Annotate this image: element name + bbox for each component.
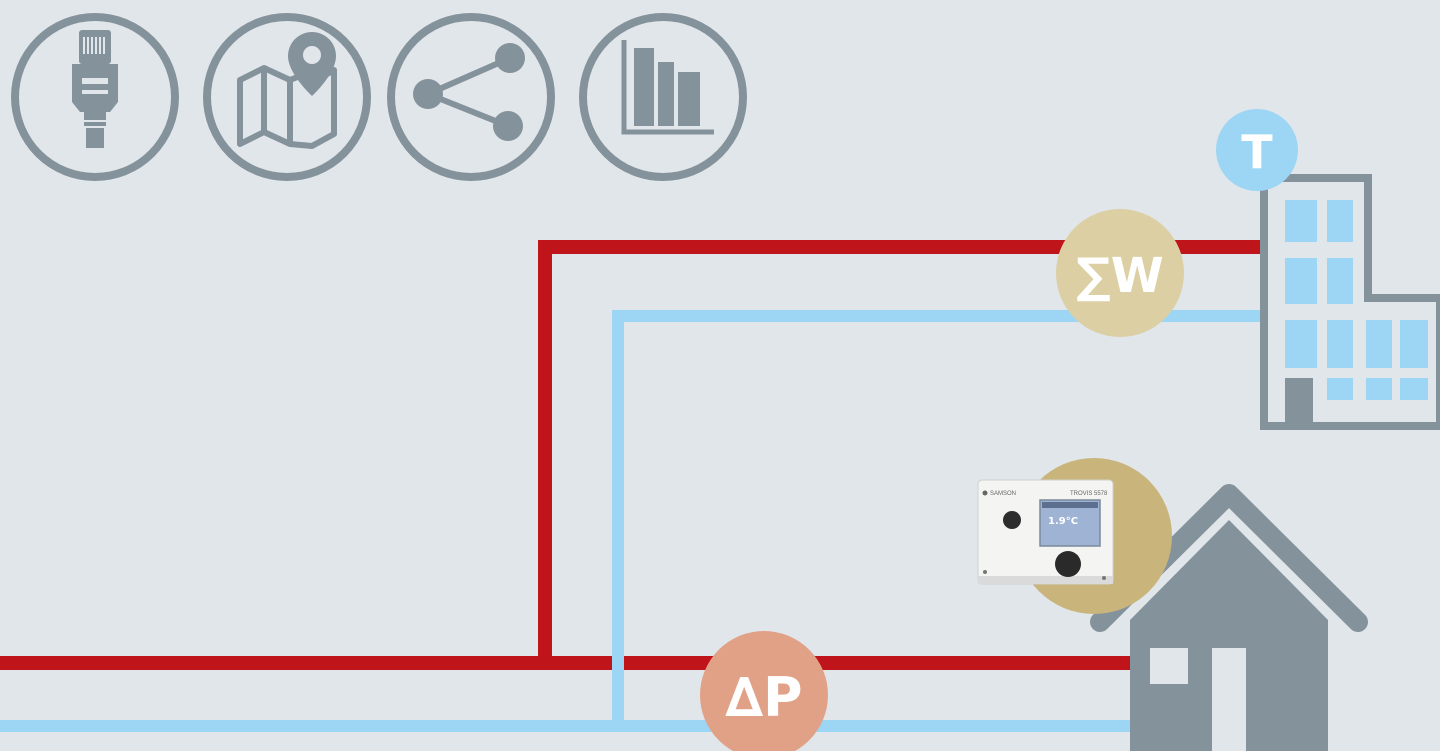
temperature-sensor-label: T <box>1241 125 1273 179</box>
ethernet-plug-icon[interactable] <box>11 13 179 181</box>
controller-brand: SAMSON <box>990 491 1016 497</box>
controller-display: 1.9°C <box>1048 516 1078 527</box>
pressure-sensor-label: ∆P <box>725 666 802 729</box>
energy-meter-label: ∑W <box>1076 248 1163 304</box>
share-icon[interactable] <box>387 13 555 181</box>
return-pipe <box>0 310 1270 732</box>
apartment-building-icon <box>1260 174 1440 430</box>
energy-meter-badge: ∑W <box>1056 209 1184 337</box>
bar-chart-icon[interactable] <box>579 13 747 181</box>
pressure-sensor-badge: ∆P <box>700 631 828 751</box>
heating-controller[interactable]: SAMSON TROVIS 5578 1.9°C <box>977 458 1172 614</box>
supply-pipe <box>0 240 1280 670</box>
controller-model: TROVIS 5578 <box>1070 491 1108 497</box>
map-pin-icon[interactable] <box>203 13 371 181</box>
temperature-sensor-badge: T <box>1216 109 1298 191</box>
